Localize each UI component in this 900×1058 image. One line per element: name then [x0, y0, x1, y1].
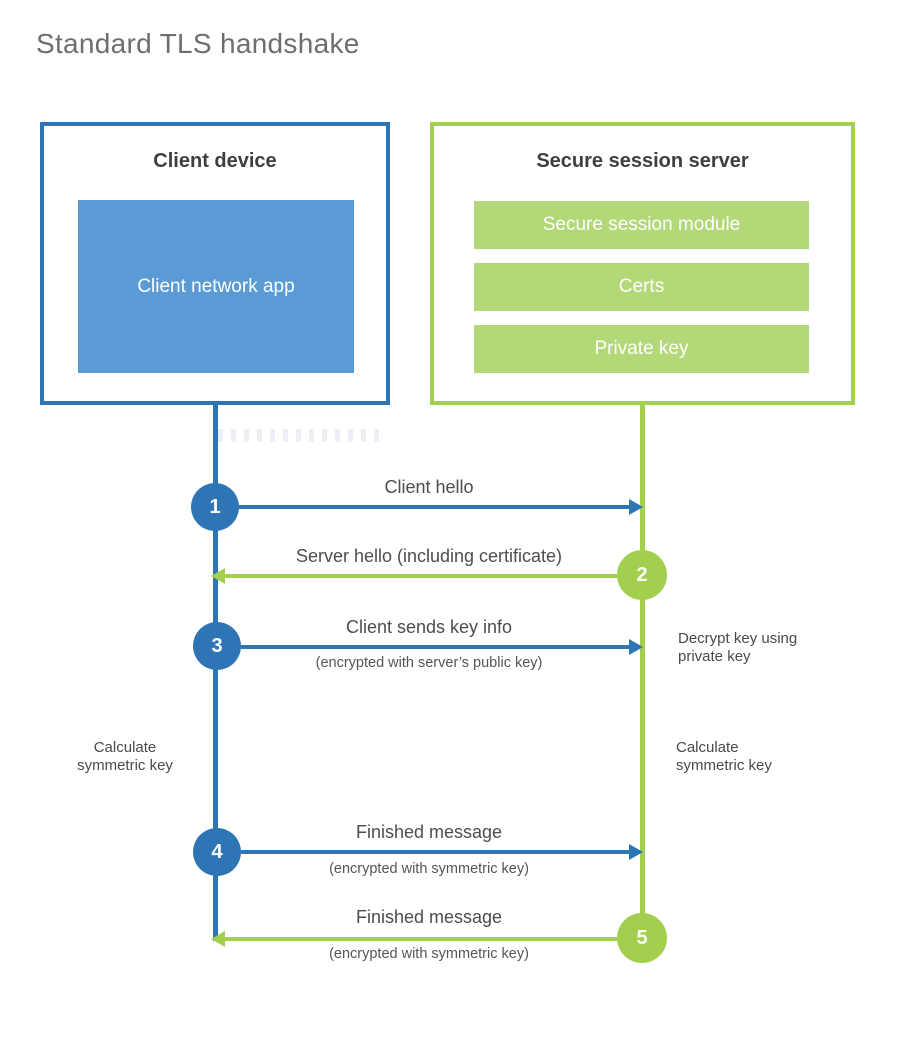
step-5-badge: 5 [617, 913, 667, 963]
secure-session-server-title: Secure session server [536, 150, 749, 172]
arrow-finished-client [241, 850, 629, 854]
note-calc-right-line2: symmetric key [676, 756, 772, 774]
message-sublabel-finished-server: (encrypted with symmetric key) [329, 946, 529, 962]
step-1-badge: 1 [191, 483, 239, 531]
message-sublabel-client-key-info: (encrypted with server’s public key) [315, 655, 543, 671]
arrow-finished-server [225, 937, 617, 941]
client-network-app-label: Client network app [137, 275, 295, 297]
message-label-client-hello: Client hello [384, 477, 474, 497]
client-device-title: Client device [153, 150, 277, 172]
client-lifeline [213, 405, 218, 941]
step-3-badge: 3 [193, 622, 241, 670]
note-calc-left-line2: symmetric key [77, 756, 173, 774]
note-calc-left-line1: Calculate [93, 739, 157, 756]
arrow-server-hello [225, 574, 617, 578]
note-calculate-symmetric-key-client: Calculate symmetric key [70, 739, 180, 774]
note-decrypt-key: Decrypt key using private key [678, 630, 797, 665]
arrow-client-key-info [241, 645, 629, 649]
page-title: Standard TLS handshake [36, 28, 360, 59]
message-label-client-key-info: Client sends key info [345, 617, 513, 637]
message-sublabel-finished-client: (encrypted with symmetric key) [329, 861, 529, 877]
arrowhead-right-icon [629, 844, 643, 860]
step-4-badge: 4 [193, 828, 241, 876]
arrowhead-left-icon [211, 568, 225, 584]
server-module-private-key: Private key [474, 325, 809, 373]
arrow-client-hello [239, 505, 629, 509]
step-2-badge: 2 [617, 550, 667, 600]
message-label-finished-client: Finished message [355, 822, 503, 842]
client-network-app-box: Client network app [78, 200, 354, 373]
faint-dashed-line [218, 429, 386, 442]
note-decrypt-key-line1: Decrypt key using [678, 630, 798, 647]
arrowhead-right-icon [629, 499, 643, 515]
arrowhead-right-icon [629, 639, 643, 655]
note-calc-right-line1: Calculate [676, 739, 739, 756]
server-module-secure-session-module: Secure session module [474, 201, 809, 249]
server-lifeline [640, 405, 645, 915]
message-label-server-hello: Server hello (including certificate) [295, 546, 563, 566]
note-decrypt-key-line2: private key [678, 647, 751, 665]
server-module-certs: Certs [474, 263, 809, 311]
arrowhead-left-icon [211, 931, 225, 947]
note-calculate-symmetric-key-server: Calculate symmetric key [676, 739, 772, 774]
message-label-finished-server: Finished message [355, 907, 503, 927]
